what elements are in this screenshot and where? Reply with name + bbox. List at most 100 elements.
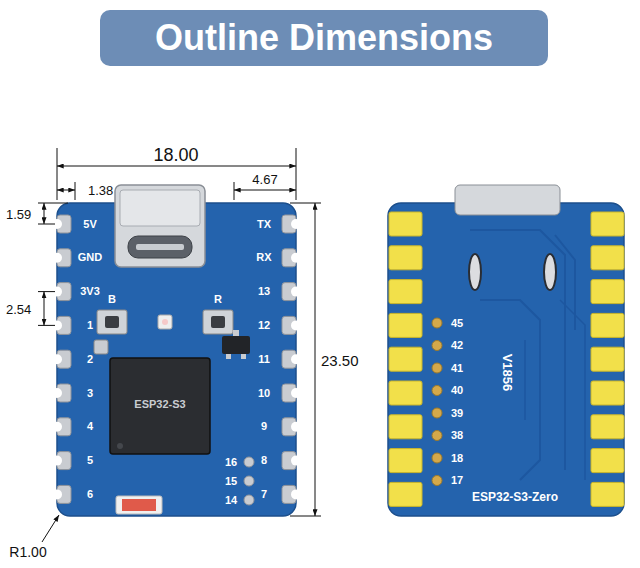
pin-label: 9 [261, 421, 267, 432]
pin-label: 10 [258, 388, 270, 399]
reset-button [203, 310, 233, 334]
castellated-pads [52, 215, 301, 503]
dimension-line [315, 203, 316, 516]
gold-pad [432, 431, 442, 441]
ceramic-antenna [116, 496, 162, 514]
regulator-leg [233, 330, 239, 336]
dimension-value: 23.50 [321, 353, 359, 368]
pad-cutout [291, 287, 301, 297]
dimension-value: 1.38 [88, 184, 113, 197]
pad-cutout [291, 489, 301, 499]
pad-cutout [52, 354, 62, 364]
extension-line [290, 203, 321, 204]
pin-label: GND [78, 252, 102, 263]
header-pin [591, 482, 624, 506]
button-label: R [214, 294, 222, 305]
pad-cutout [291, 422, 301, 432]
pin-label: 8 [261, 455, 267, 466]
pad-label: 38 [451, 430, 463, 441]
pad-cutout [52, 253, 62, 263]
header-pin [389, 212, 422, 236]
header-pin [591, 347, 624, 371]
led-die [162, 319, 168, 325]
dimension-line [57, 190, 75, 191]
pad-label: 16 [225, 457, 237, 468]
pin-label: 5 [87, 455, 93, 466]
pad-label: 41 [451, 363, 463, 374]
header-pin [591, 449, 624, 473]
extension-line [38, 224, 55, 225]
pcb-trace [525, 300, 585, 480]
pin-label: 1 [87, 320, 93, 331]
extension-line [38, 203, 68, 204]
usb-c-connector [115, 185, 205, 267]
title-banner: Outline Dimensions [100, 10, 548, 66]
usb-c-back [455, 185, 560, 215]
pad-cutout [52, 422, 62, 432]
gold-pad [432, 363, 442, 373]
header-pin [389, 482, 422, 506]
header-pin [591, 381, 624, 405]
gold-pad [432, 476, 442, 486]
pin-label: 3V3 [80, 286, 100, 297]
regulator-leg [226, 354, 231, 359]
pad-label: 18 [451, 453, 463, 464]
pad-cutout [52, 489, 62, 499]
gold-pad [432, 341, 442, 351]
board-version: V1856 [502, 353, 515, 391]
pin-label: 4 [87, 421, 93, 432]
front-board [57, 203, 296, 516]
header-pin [389, 313, 422, 337]
regulator-leg [241, 354, 246, 359]
dimension-value: 4.67 [252, 173, 277, 186]
dimension-value: 2.54 [6, 303, 31, 316]
pin-label: 5V [83, 219, 96, 230]
pin-label: 11 [258, 354, 270, 365]
header-pin [591, 212, 624, 236]
shell-tab [469, 254, 481, 290]
extension-line [75, 182, 76, 200]
pad-label: 40 [451, 385, 463, 396]
gold-pad [432, 386, 442, 396]
usb-c-opening [128, 236, 192, 258]
small-part [94, 340, 108, 354]
extension-line [234, 182, 235, 200]
dimension-line [44, 292, 45, 326]
gold-pad [432, 453, 442, 463]
pin1-dot [117, 443, 123, 449]
bottom-pad [244, 476, 254, 486]
header-pin [591, 280, 624, 304]
pin-label: TX [257, 219, 271, 230]
extension-line [296, 148, 297, 200]
extension-line [290, 516, 321, 517]
pad-label: 14 [225, 495, 237, 506]
pad-cutout [291, 388, 301, 398]
pad-cutout [291, 320, 301, 330]
chip-marking: ESP32-S3 [134, 399, 185, 410]
usb-c-tongue [136, 244, 184, 250]
gold-pad [432, 408, 442, 418]
pin-label: 13 [258, 286, 270, 297]
pin-label: 6 [87, 489, 93, 500]
regulator [222, 336, 250, 354]
rgb-led [158, 315, 172, 329]
shell-tab [544, 254, 556, 290]
header-pin [389, 449, 422, 473]
header-pin [389, 246, 422, 270]
button-cap [105, 316, 119, 328]
header-pin [389, 415, 422, 439]
header-pin [389, 280, 422, 304]
header-pin [591, 313, 624, 337]
pin-label: 2 [87, 354, 93, 365]
extension-line [38, 291, 55, 292]
pin-label: 12 [258, 320, 270, 331]
boot-button [97, 310, 127, 334]
gold-pad [432, 318, 442, 328]
pin-label: 7 [261, 489, 267, 500]
header-pin [591, 246, 624, 270]
bottom-pad [244, 457, 254, 467]
button-label: B [108, 294, 116, 305]
